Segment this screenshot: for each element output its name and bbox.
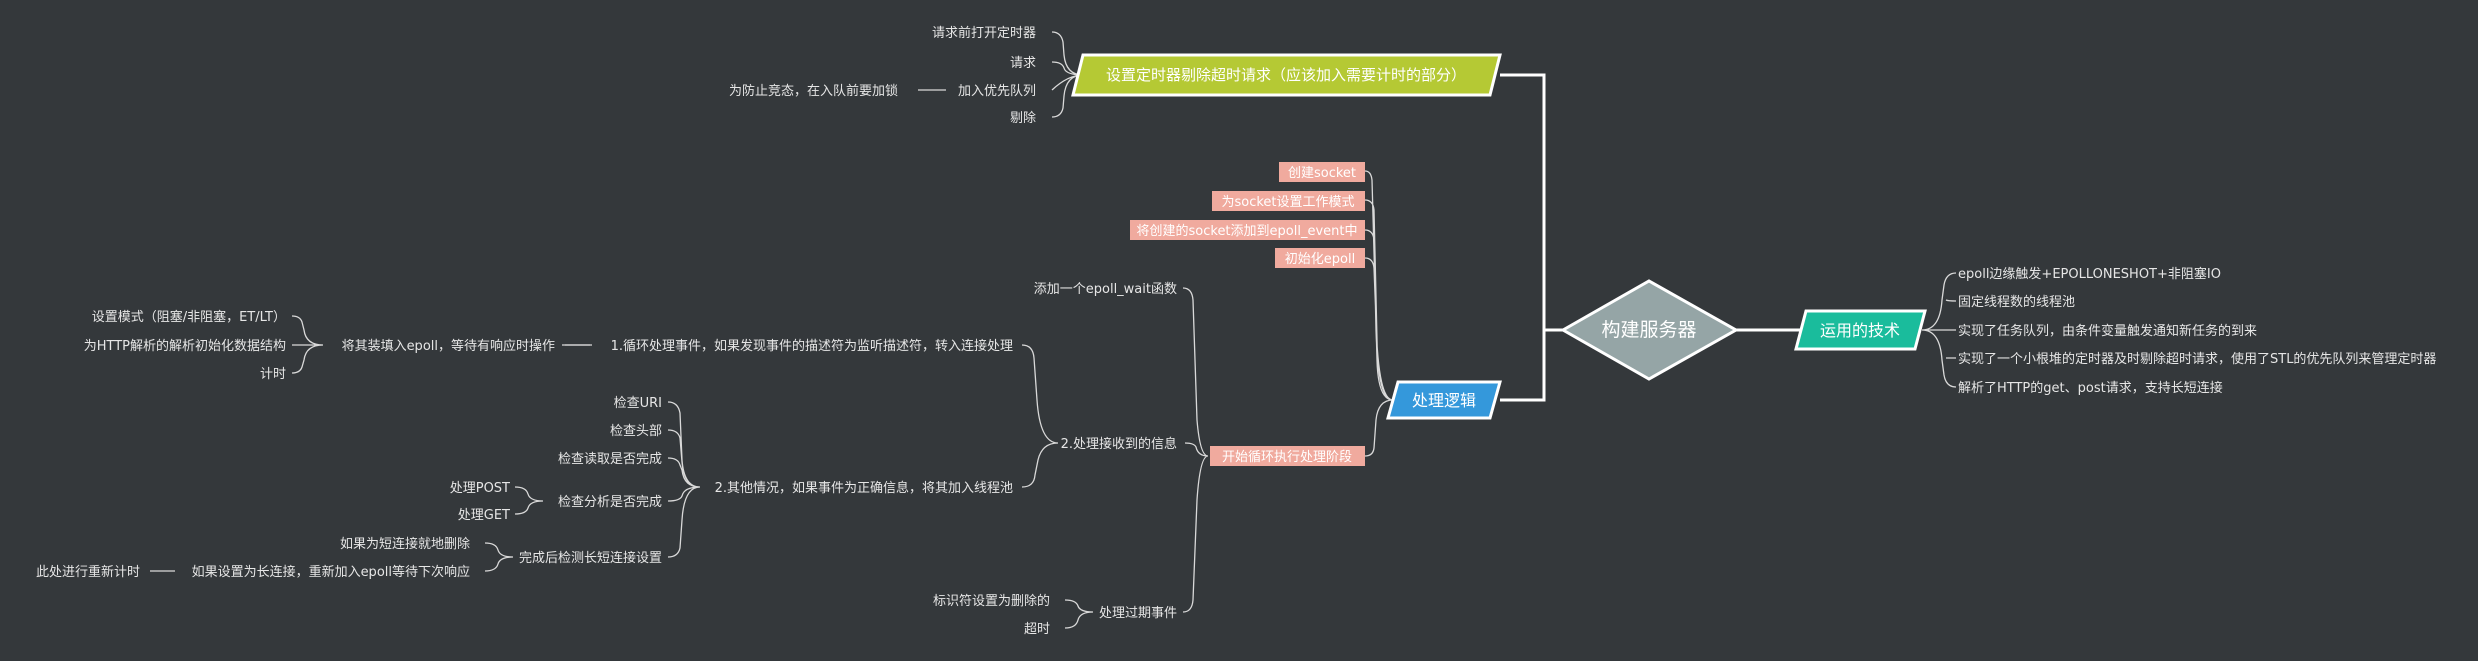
step1-item-1: 为HTTP解析的解析初始化数据结构: [84, 338, 286, 354]
conn-0: 如果为短连接就地删除: [340, 536, 470, 552]
loop-child-1: 2.处理接收到的信息: [1061, 436, 1177, 452]
step1-item-0: 设置模式（阻塞/非阻塞，ET/LT）: [92, 309, 286, 325]
connector-timer-items: [1051, 31, 1084, 118]
analysis-1: 处理GET: [458, 508, 510, 523]
expire-1: 超时: [1024, 622, 1050, 637]
connector-tech-items: [1921, 272, 1957, 388]
tech-item-0: epoll边缘触发+EPOLLONESHOT+非阻塞IO: [1958, 266, 2221, 282]
connector-root-timer: [1500, 73, 1563, 332]
check-3: 检查分析是否完成: [558, 495, 662, 510]
logic-step-4-box[interactable]: [1210, 446, 1365, 466]
timer-item-2: 加入优先队列: [958, 84, 1036, 99]
timer-item-1: 请求: [1010, 56, 1036, 71]
step1-child: 将其装填入epoll，等待有响应时操作: [342, 338, 555, 354]
connector-step1-items: [291, 315, 324, 374]
expire-0: 标识符设置为删除的: [933, 593, 1050, 609]
step1-label: 1.循环处理事件，如果发现事件的描述符为监听描述符，转入连接处理: [611, 338, 1013, 354]
logic-step-3-box[interactable]: [1275, 248, 1365, 268]
timer-item-0: 请求前打开定时器: [932, 25, 1036, 41]
check-0: 检查URI: [614, 396, 662, 411]
connector-step2-sub: [1021, 344, 1059, 488]
tech-item-4: 解析了HTTP的get、post请求，支持长短连接: [1958, 380, 2223, 396]
check-2: 检查读取是否完成: [558, 452, 662, 467]
root-node[interactable]: [1559, 279, 1740, 381]
conn-1: 如果设置为长连接，重新加入epoll等待下次响应: [192, 564, 470, 580]
root-label: 构建服务器: [1601, 319, 1696, 341]
loop-child-0: 添加一个epoll_wait函数: [1034, 282, 1177, 297]
logic-step-2-box[interactable]: [1130, 220, 1365, 240]
loop-child-2: 处理过期事件: [1099, 606, 1177, 621]
tech-item-3: 实现了一个小根堆的定时器及时剔除超时请求，使用了STL的优先队列来管理定时器: [1958, 351, 2436, 367]
logic-step-1-box[interactable]: [1212, 191, 1365, 211]
logic-step-3: 初始化epoll: [1285, 252, 1355, 267]
logic-label: 处理逻辑: [1412, 391, 1476, 410]
logic-step-1: 为socket设置工作模式: [1221, 195, 1354, 210]
connector-logic-steps: [1364, 170, 1394, 457]
timer-note: 为防止竞态，在入队前要加锁: [729, 83, 898, 99]
tech-item-2: 实现了任务队列，由条件变量触发通知新任务的到来: [1958, 323, 2257, 339]
tech-node[interactable]: [1794, 309, 1927, 351]
connector-loop-children: [1182, 287, 1209, 613]
connector-root-logic: [1500, 328, 1563, 402]
timer-item-3: 剔除: [1010, 111, 1036, 126]
tech-item-1: 固定线程数的线程池: [1958, 294, 2075, 310]
connector-expire: [1064, 599, 1094, 629]
connector-conn: [484, 542, 514, 572]
timer-label: 设置定时器剔除超时请求（应该加入需要计时的部分）: [1106, 66, 1466, 84]
logic-node[interactable]: [1386, 380, 1502, 420]
analysis-0: 处理POST: [450, 481, 510, 496]
timer-node[interactable]: [1071, 53, 1502, 97]
connector-checks: [667, 401, 701, 558]
logic-step-0-box[interactable]: [1279, 162, 1365, 182]
conn-note: 此处进行重新计时: [36, 564, 140, 580]
step2-label: 2.其他情况，如果事件为正确信息，将其加入线程池: [715, 480, 1013, 496]
logic-step-4: 开始循环执行处理阶段: [1222, 450, 1352, 465]
check-1: 检查头部: [610, 424, 662, 439]
step1-item-2: 计时: [260, 367, 286, 382]
check-4: 完成后检测长短连接设置: [519, 550, 662, 566]
tech-label: 运用的技术: [1820, 321, 1900, 340]
logic-step-2: 将创建的socket添加到epoll_event中: [1137, 223, 1358, 239]
logic-step-0: 创建socket: [1288, 166, 1356, 181]
connector-analysis: [514, 486, 544, 515]
